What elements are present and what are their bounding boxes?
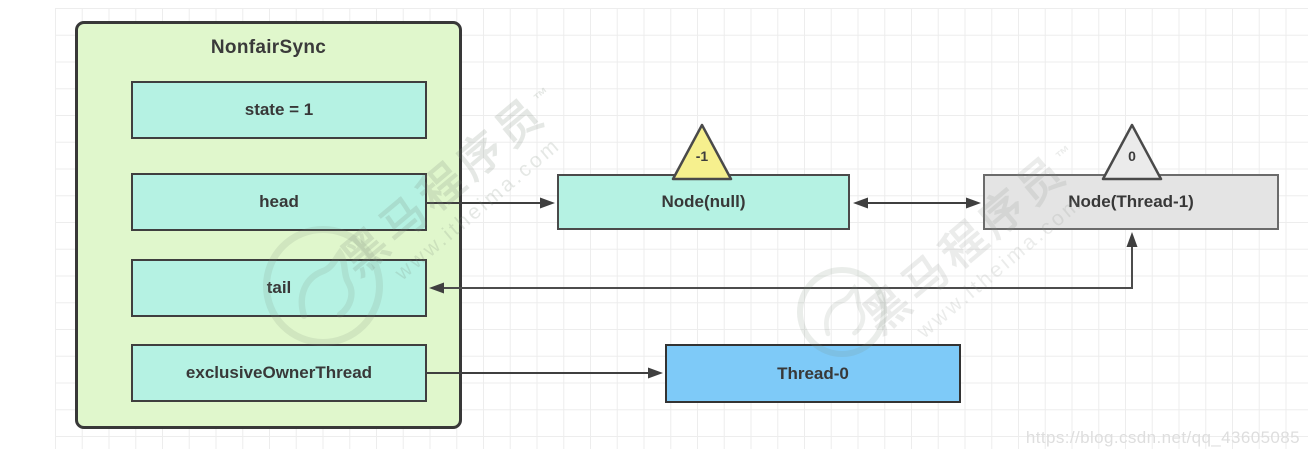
field-exclusive-owner-thread-label: exclusiveOwnerThread	[185, 363, 373, 382]
arrow-tail-to-node-thread-1	[429, 232, 1138, 294]
node-null-box: Node(null)	[557, 174, 850, 230]
arrowhead-left-icon	[429, 282, 444, 294]
node-null-label: Node(null)	[661, 192, 746, 211]
waitstatus-value-node-null: -1	[695, 148, 709, 164]
field-tail: tail	[131, 259, 427, 317]
node-thread-1-label: Node(Thread-1)	[1068, 192, 1194, 211]
arrowhead-right-icon	[540, 197, 555, 209]
arrow-owner-to-thread-0	[427, 367, 663, 379]
field-state: state = 1	[131, 81, 427, 139]
arrowhead-right-icon	[648, 367, 663, 379]
class-title: NonfairSync	[210, 37, 327, 58]
thread-0-label: Thread-0	[777, 363, 849, 383]
field-tail-label: tail	[266, 278, 292, 297]
arrow-node-null-bidirectional-node-thread-1	[853, 197, 981, 209]
csdn-url-watermark: https://blog.csdn.net/qq_43605085	[1025, 428, 1300, 447]
node-thread-1-box: Node(Thread-1)	[983, 174, 1279, 230]
thread-0-box: Thread-0	[665, 344, 961, 403]
field-state-label: state = 1	[244, 100, 314, 119]
waitstatus-value-node-thread-1: 0	[1128, 148, 1136, 164]
arrow-head-to-node-null	[427, 197, 555, 209]
waitstatus-triangle-icon	[671, 123, 733, 181]
arrowhead-up-icon	[1126, 232, 1138, 247]
field-head: head	[131, 173, 427, 231]
arrowhead-right-icon	[966, 197, 981, 209]
arrowhead-left-icon	[853, 197, 868, 209]
field-head-label: head	[259, 192, 299, 211]
waitstatus-triangle-icon	[1101, 123, 1163, 181]
field-exclusive-owner-thread: exclusiveOwnerThread	[131, 344, 427, 402]
